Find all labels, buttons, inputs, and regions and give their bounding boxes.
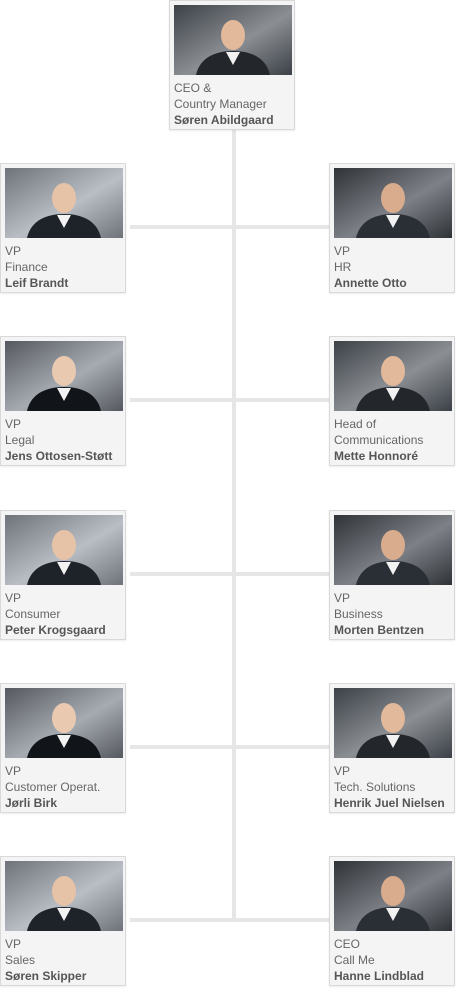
employee-title-line-1: VP xyxy=(334,764,351,778)
employee-card[interactable]: VP HR Annette Otto xyxy=(329,163,455,293)
employee-card[interactable]: VP Consumer Peter Krogsgaard xyxy=(0,510,126,640)
employee-card[interactable]: VP Business Morten Bentzen xyxy=(329,510,455,640)
employee-title-line-1: VP xyxy=(5,417,22,431)
employee-title-line-2: Customer Operat. xyxy=(5,780,101,794)
employee-title-line-1: VP xyxy=(5,591,22,605)
org-branch-row-2 xyxy=(130,398,330,402)
portrait-photo xyxy=(5,168,123,238)
org-trunk-line xyxy=(232,130,236,921)
portrait-photo xyxy=(5,688,123,758)
employee-name: Leif Brandt xyxy=(5,276,69,290)
portrait-photo xyxy=(5,341,123,411)
employee-title-line-1: CEO xyxy=(334,937,361,951)
employee-title-line-1: VP xyxy=(334,591,351,605)
employee-name: Henrik Juel Nielsen xyxy=(334,796,445,810)
employee-title-line-1: VP xyxy=(5,764,22,778)
employee-name: Peter Krogsgaard xyxy=(5,623,106,637)
portrait-photo xyxy=(334,168,452,238)
employee-name: Jens Ottosen-Støtt xyxy=(5,449,113,463)
employee-title-line-1: Head of xyxy=(334,417,377,431)
org-branch-row-3 xyxy=(130,572,330,576)
employee-title-line-2: Legal xyxy=(5,433,35,447)
ceo-title-line-1: CEO & xyxy=(174,81,212,95)
employee-title-line-2: Tech. Solutions xyxy=(334,780,416,794)
portrait-photo xyxy=(334,861,452,931)
employee-name: Annette Otto xyxy=(334,276,407,290)
employee-title-line-1: VP xyxy=(334,244,351,258)
employee-card[interactable]: CEO Call Me Hanne Lindblad xyxy=(329,856,455,986)
employee-name: Morten Bentzen xyxy=(334,623,424,637)
org-branch-row-5 xyxy=(130,918,330,922)
employee-title-line-1: VP xyxy=(5,244,22,258)
portrait-photo xyxy=(5,515,123,585)
employee-card[interactable]: VP Tech. Solutions Henrik Juel Nielsen xyxy=(329,683,455,813)
employee-title-line-2: Consumer xyxy=(5,607,61,621)
employee-title-line-1: VP xyxy=(5,937,22,951)
employee-name: Hanne Lindblad xyxy=(334,969,424,983)
employee-title-line-2: Business xyxy=(334,607,383,621)
portrait-photo xyxy=(334,341,452,411)
employee-card[interactable]: VP Customer Operat. Jørli Birk xyxy=(0,683,126,813)
portrait-photo xyxy=(334,515,452,585)
employee-title-line-2: HR xyxy=(334,260,352,274)
employee-card[interactable]: VP Sales Søren Skipper xyxy=(0,856,126,986)
employee-name: Jørli Birk xyxy=(5,796,58,810)
ceo-name: Søren Abildgaard xyxy=(174,113,274,127)
ceo-portrait-photo xyxy=(174,5,292,75)
portrait-photo xyxy=(5,861,123,931)
portrait-photo xyxy=(334,688,452,758)
employee-name: Mette Honnoré xyxy=(334,449,418,463)
employee-card[interactable]: Head of Communications Mette Honnoré xyxy=(329,336,455,466)
employee-title-line-2: Sales xyxy=(5,953,36,967)
ceo-card[interactable]: CEO & Country Manager Søren Abildgaard xyxy=(169,0,295,130)
employee-name: Søren Skipper xyxy=(5,969,87,983)
employee-title-line-2: Communications xyxy=(334,433,424,447)
employee-card[interactable]: VP Finance Leif Brandt xyxy=(0,163,126,293)
employee-title-line-2: Call Me xyxy=(334,953,375,967)
employee-card[interactable]: VP Legal Jens Ottosen-Støtt xyxy=(0,336,126,466)
employee-title-line-2: Finance xyxy=(5,260,48,274)
org-branch-row-4 xyxy=(130,745,330,749)
org-branch-row-1 xyxy=(130,225,330,229)
ceo-title-line-2: Country Manager xyxy=(174,97,267,111)
